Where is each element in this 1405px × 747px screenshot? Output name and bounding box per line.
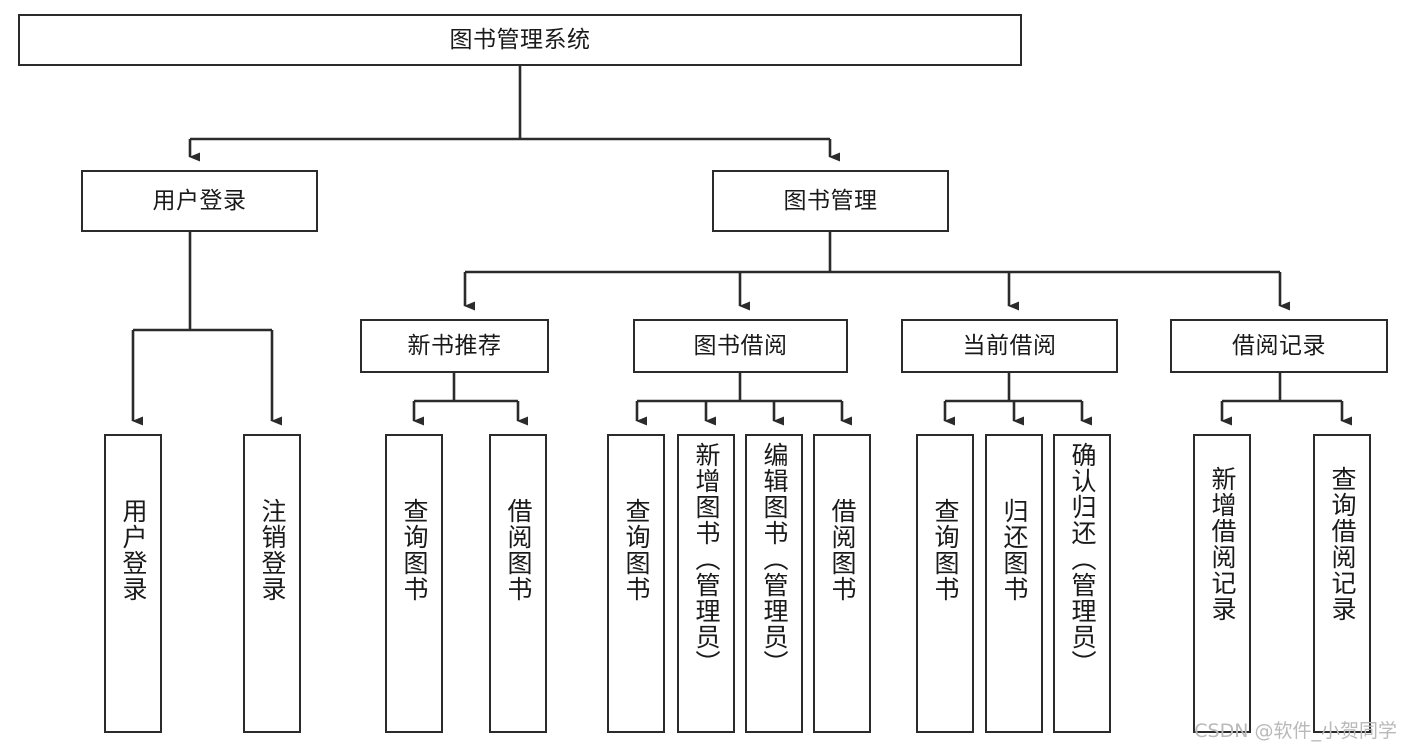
leaf-borrow-book-borrow-label: 借阅图书: [828, 498, 857, 602]
node-user-login[interactable]: 用户登录: [81, 170, 318, 232]
node-new-book-recommend[interactable]: 新书推荐: [360, 319, 549, 373]
leaf-return-book[interactable]: 归还图书: [985, 434, 1043, 733]
leaf-add-book-admin[interactable]: 新增图书（管理员）: [677, 434, 735, 733]
node-root[interactable]: 图书管理系统: [18, 14, 1022, 66]
leaf-user-login-label: 用户登录: [119, 498, 148, 602]
leaf-edit-book-admin[interactable]: 编辑图书（管理员）: [745, 434, 803, 733]
leaf-query-borrow-record[interactable]: 查询借阅记录: [1313, 434, 1371, 733]
leaf-borrow-book-newbook[interactable]: 借阅图书: [489, 434, 547, 733]
node-root-label: 图书管理系统: [449, 26, 591, 53]
node-borrow-record-label: 借阅记录: [1232, 332, 1326, 359]
leaf-logout-label: 注销登录: [258, 498, 287, 602]
node-user-login-label: 用户登录: [152, 187, 247, 214]
leaf-user-login[interactable]: 用户登录: [104, 434, 162, 733]
node-book-borrow-label: 图书借阅: [693, 332, 788, 359]
leaf-query-book-borrow[interactable]: 查询图书: [607, 434, 665, 733]
leaf-query-borrow-record-label: 查询借阅记录: [1328, 466, 1357, 622]
node-current-borrow[interactable]: 当前借阅: [901, 319, 1118, 373]
leaf-query-book-newbook[interactable]: 查询图书: [385, 434, 443, 733]
node-new-book-recommend-label: 新书推荐: [407, 332, 502, 359]
leaf-query-book-newbook-label: 查询图书: [400, 498, 429, 602]
leaf-borrow-book-newbook-label: 借阅图书: [504, 498, 533, 602]
leaf-confirm-return-admin[interactable]: 确认归还（管理员）: [1053, 434, 1111, 733]
leaf-add-book-admin-label: 新增图书（管理员）: [692, 442, 721, 676]
node-borrow-record[interactable]: 借阅记录: [1170, 319, 1388, 373]
node-current-borrow-label: 当前借阅: [962, 332, 1057, 359]
leaf-query-book-borrow-label: 查询图书: [622, 498, 651, 602]
leaf-edit-book-admin-label: 编辑图书（管理员）: [760, 442, 789, 676]
node-book-management-label: 图书管理: [783, 187, 878, 214]
leaf-confirm-return-admin-label: 确认归还（管理员）: [1068, 442, 1097, 676]
leaf-logout[interactable]: 注销登录: [243, 434, 301, 733]
leaf-add-borrow-record-label: 新增借阅记录: [1208, 466, 1237, 622]
leaf-query-book-current[interactable]: 查询图书: [916, 434, 974, 733]
leaf-add-borrow-record[interactable]: 新增借阅记录: [1193, 434, 1251, 733]
leaf-return-book-label: 归还图书: [1000, 498, 1029, 602]
node-book-management[interactable]: 图书管理: [712, 170, 949, 232]
leaf-query-book-current-label: 查询图书: [931, 498, 960, 602]
leaf-borrow-book-borrow[interactable]: 借阅图书: [813, 434, 871, 733]
node-book-borrow[interactable]: 图书借阅: [633, 319, 848, 373]
